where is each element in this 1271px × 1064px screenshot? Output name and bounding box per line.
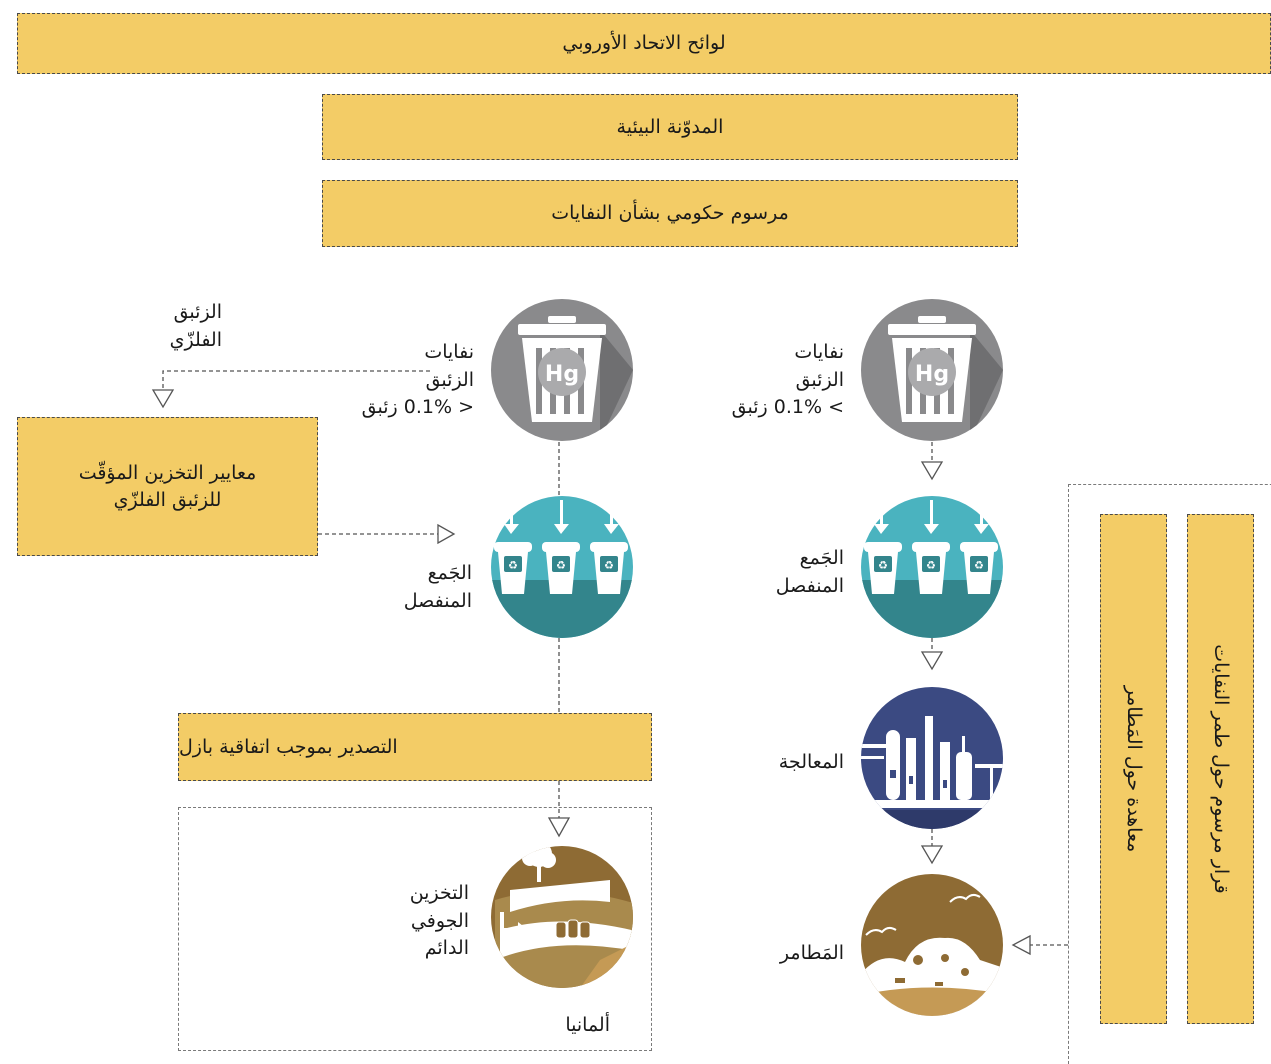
treatment-plant-icon xyxy=(861,687,1003,829)
svg-text:Hg: Hg xyxy=(915,362,949,387)
environmental-code-box: المدوّنة البيئية xyxy=(322,94,1018,160)
left-separate-collection-label: الجَمع المنفصل xyxy=(403,562,472,612)
interim-storage-criteria-label: معايير التخزين المؤقّت للزئبق الفلزّي xyxy=(78,461,257,511)
germany-label: ألمانيا xyxy=(565,1014,610,1036)
arrow-to-landfill-icon xyxy=(1011,934,1031,956)
arrow-to-storage-icon xyxy=(547,817,571,838)
landfill-directive-box: معاهدة حول المَطامر xyxy=(1100,514,1167,1024)
metallic-mercury-label: الزئبق الفلزّي xyxy=(169,301,222,351)
svg-text:Hg: Hg xyxy=(545,362,579,387)
svg-text:♻: ♻ xyxy=(604,559,614,572)
environmental-code-label: المدوّنة البيئية xyxy=(616,115,724,138)
arrow-r2-icon xyxy=(920,651,944,671)
svg-text:♻: ♻ xyxy=(878,559,888,572)
underground-storage-icon xyxy=(491,846,633,988)
permanent-storage-label: التخزين الجوفي الدائم xyxy=(409,882,469,960)
interim-storage-criteria-box: معايير التخزين المؤقّت للزئبق الفلزّي xyxy=(17,417,318,556)
landfills-label: المَطامر xyxy=(779,942,844,964)
arrowheads xyxy=(151,389,1031,956)
landfill-regulations-frame xyxy=(1068,484,1271,1064)
svg-text:♻: ♻ xyxy=(974,559,984,572)
arrow-r3-icon xyxy=(920,845,944,865)
arrow-to-criteria-icon xyxy=(151,389,175,409)
eu-regulations-label: لوائح الاتحاد الأوروبي xyxy=(562,32,726,55)
landfill-icon xyxy=(861,874,1003,1016)
right-mercury-waste-label: نفايات الزئبق > 0.1% زئبق xyxy=(731,341,844,419)
connector-lines xyxy=(162,370,1068,946)
recycling-bins-icon: ♻ ♻ ♻ xyxy=(491,496,633,638)
recycling-bins-icon: ♻ ♻ ♻ xyxy=(861,496,1003,638)
trash-bin-icon: Hg xyxy=(861,299,1003,441)
treatment-label: المعالجة xyxy=(778,751,844,773)
trash-bin-icon: Hg xyxy=(491,299,633,441)
right-separate-collection-label: الجَمع المنفصل xyxy=(775,547,844,597)
government-decree-box: مرسوم حكومي بشأن النفايات xyxy=(322,180,1018,247)
arrow-to-collection-icon xyxy=(437,523,456,545)
svg-text:♻: ♻ xyxy=(926,559,936,572)
left-mercury-waste-label: نفايات الزئبق < 0.1% زئبق xyxy=(361,341,474,419)
government-decree-label: مرسوم حكومي بشأن النفايات xyxy=(551,202,789,225)
svg-text:♻: ♻ xyxy=(556,559,566,572)
eu-regulations-box: لوائح الاتحاد الأوروبي xyxy=(17,13,1271,74)
arrow-r1-icon xyxy=(920,461,944,481)
landfill-decree-box: قرار مرسوم حول طمر النفايات xyxy=(1187,514,1254,1024)
export-basel-label: التصدير بموجب اتفاقية بازل xyxy=(179,735,398,758)
svg-text:♻: ♻ xyxy=(508,559,518,572)
export-basel-box: التصدير بموجب اتفاقية بازل xyxy=(178,713,652,781)
